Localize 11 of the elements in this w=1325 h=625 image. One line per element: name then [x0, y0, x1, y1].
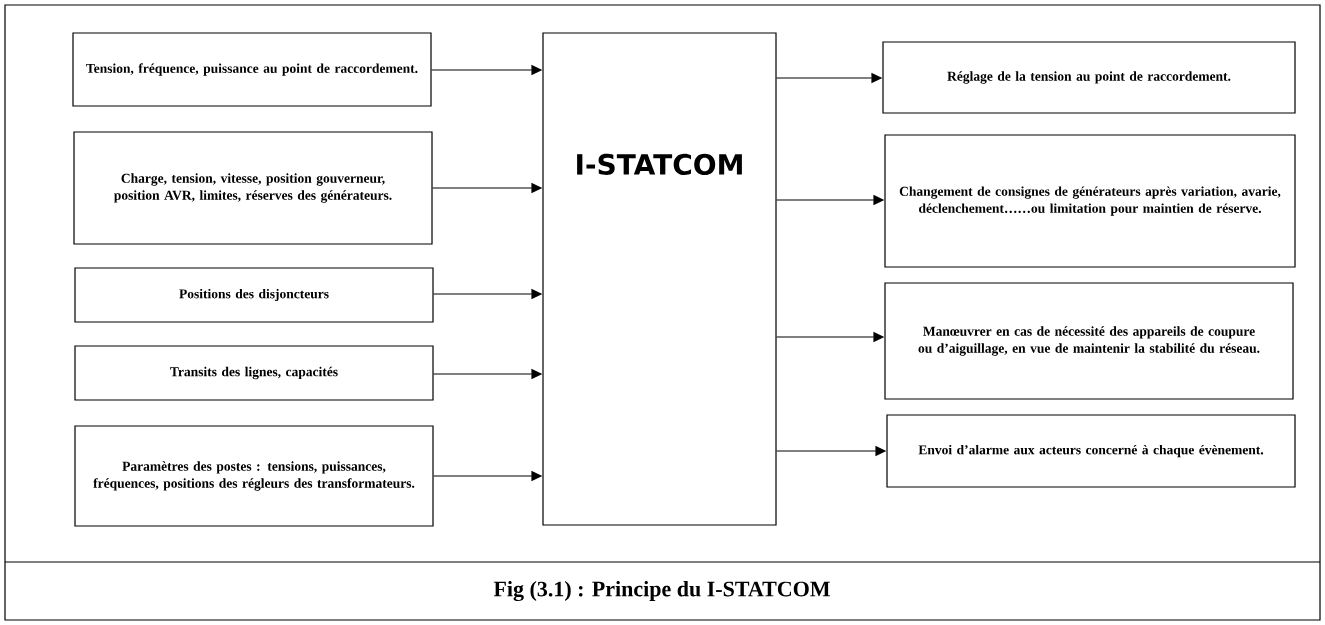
- text-box: Transits des lignes, capacités: [74, 345, 434, 401]
- text-box: Tension, fréquence, puissance au point de raccordement.: [72, 32, 432, 107]
- text-box: Positions des disjoncteurs: [74, 267, 434, 323]
- text-box: Changement de consignes de générateurs après variation, avarie, déclenchement……ou limitation pour maintien de réserve.: [884, 134, 1296, 268]
- text-box: Manœuvrer en cas de nécessité des appareils de coupure ou d’aiguillage, en vue de maintenir la stabilité du réseau.: [884, 282, 1294, 400]
- text-box: Charge, tension, vitesse, position gouverneur, position AVR, limites, réserves des générateurs.: [73, 131, 433, 245]
- figure-caption: Fig (3.1) : Principe du I-STATCOM: [493, 580, 830, 602]
- text-box: Paramètres des postes : tensions, puissances, fréquences, positions des régleurs des transformateurs.: [74, 425, 434, 527]
- text-box: Envoi d’alarme aux acteurs concerné à chaque évènement.: [886, 414, 1296, 488]
- controller-box: I-STATCOM: [542, 32, 777, 526]
- text-box: Réglage de la tension au point de raccordement.: [882, 41, 1296, 114]
